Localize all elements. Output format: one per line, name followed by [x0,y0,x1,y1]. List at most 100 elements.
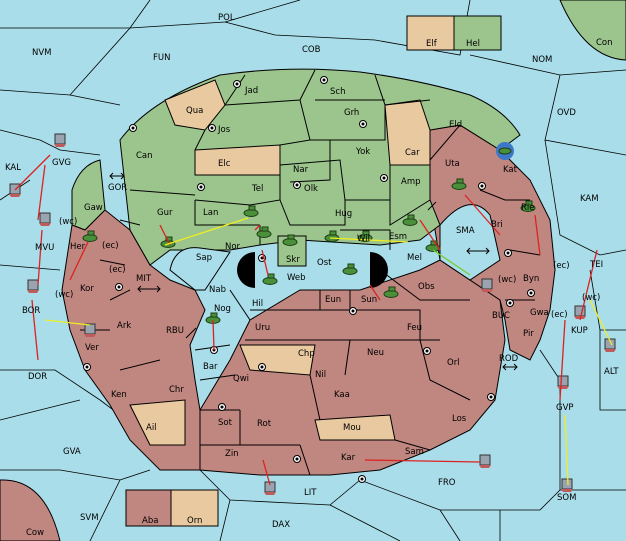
label-olk: Olk [304,184,318,194]
label-rie: Rie [521,203,535,213]
label-chp: Chp [298,349,315,359]
unit-army-icon [520,200,536,212]
label-pol: POL [218,13,235,23]
canal-marker-west [237,252,255,288]
label-ost: Ost [317,258,332,268]
army-units[interactable] [82,142,536,324]
unit-army-icon [324,230,340,242]
coast-label: (wc) [498,275,516,285]
label-jad: Jad [244,86,258,96]
label-nom: NOM [532,55,552,65]
inner-lake-east[interactable] [439,204,501,281]
label-jos: Jos [217,125,231,135]
label-kup: KUP [571,326,588,336]
label-bar: Bar [203,362,218,372]
region-south-mass[interactable] [199,259,506,476]
label-buc: BUC [492,311,510,321]
unit-fleet-icon [479,454,491,468]
coast-label: (wc) [55,290,73,300]
supply-centers [83,40,535,483]
unit-army-icon [82,230,98,242]
unit-fleet-icon [84,323,96,337]
label-wil: Wil [357,234,370,244]
label-ail: Ail [146,423,157,433]
label-sch: Sch [330,87,345,97]
label-kat: Kat [503,165,518,175]
coast-annotations: (wc) (ec) (ec) (wc) (wc) (ec) (wc) (ec) [55,217,600,320]
order-arrows [14,154,613,486]
label-ovd: OVD [557,108,576,118]
label-byn: Byn [523,274,539,284]
label-gvp: GVP [556,403,574,413]
label-ark: Ark [117,321,131,331]
region-car[interactable] [384,99,431,166]
label-tel: Tel [251,184,263,194]
label-mit: MIT [136,274,152,284]
label-bri: Bri [491,220,503,230]
label-nor: Nor [225,242,241,252]
inner-lake[interactable] [169,247,231,291]
label-con: Con [596,38,613,48]
region-ail[interactable] [129,399,186,446]
coast-label: (ec) [102,241,119,251]
unit-fleet-icon [54,133,66,147]
label-nar: Nar [293,165,309,175]
label-pir: Pir [523,329,534,339]
region-qua[interactable] [164,79,226,131]
strait-markers [109,172,518,371]
unit-army-icon [262,273,278,285]
label-mel: Mel [407,253,422,263]
fleet-units[interactable] [9,133,616,495]
label-gor: GOR [108,183,127,193]
label-qwi: Qwi [233,374,249,384]
unit-fleet-icon [264,481,276,495]
coast-label: (ec) [553,261,570,271]
unit-fleet-icon [557,375,569,389]
coast-label: (wc) [59,217,77,227]
legend-aba: Aba [142,516,158,526]
brown-labels: Lan Uta Bri Rie Her Kor Mel Nab Eun Sun … [70,159,549,463]
unit-fleet-icon [39,212,51,226]
region-borders [80,69,541,476]
unit-army-icon [496,142,514,160]
label-car: Car [405,148,420,158]
label-dax: DAX [272,520,290,530]
label-uta: Uta [445,159,460,169]
label-sma: SMA [456,226,475,236]
label-rod: ROD [499,354,519,364]
unit-army-icon [342,263,358,275]
label-nab: Nab [209,285,226,295]
region-elc[interactable] [194,144,281,176]
label-mvu: MVU [35,243,54,253]
label-los: Los [452,414,467,424]
label-rot: Rot [257,419,272,429]
unit-army-icon [383,286,399,298]
coast-label: (wc) [582,293,600,303]
label-cob: COB [302,45,321,55]
label-bor: BOR [22,306,40,316]
label-web: Web [287,273,306,283]
label-gur: Gur [157,208,173,218]
label-lan: Lan [203,208,218,218]
unit-fleet-icon [561,478,573,492]
unit-army-icon [243,205,259,217]
label-alt: ALT [604,367,619,377]
unit-army-icon [402,214,418,226]
label-eld: Eld [449,120,462,130]
label-esm: Esm [389,232,407,242]
label-kor: Kor [80,284,94,294]
label-elc: Elc [218,159,231,169]
label-gaw: Gaw [84,203,103,213]
label-can: Can [136,151,153,161]
unit-fleet-icon [604,338,616,352]
label-neu: Neu [367,348,384,358]
unit-army-icon [425,240,441,252]
label-nvm: NVM [32,48,52,58]
label-som: SOM [557,493,576,503]
label-grh: Grh [344,108,359,118]
label-obs: Obs [418,282,435,292]
label-hil: Hil [252,299,263,309]
label-ver: Ver [85,343,99,353]
unit-army-icon [256,226,272,238]
